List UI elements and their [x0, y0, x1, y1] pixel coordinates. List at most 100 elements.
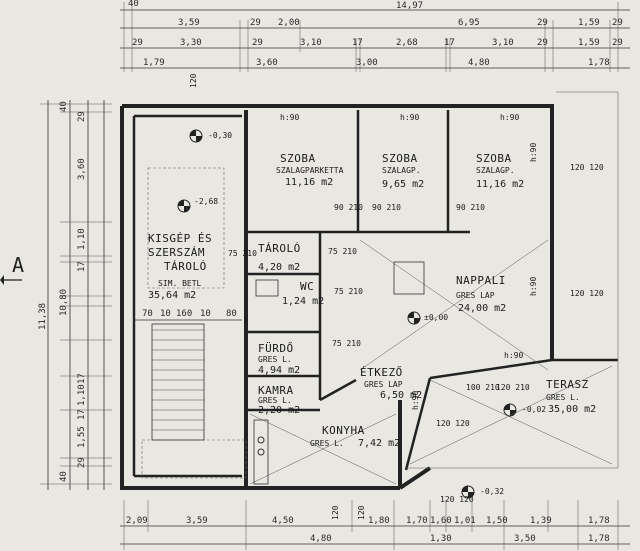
- left-dim-1: 29: [77, 111, 87, 122]
- window-note-4: h:90: [529, 277, 538, 296]
- top-dim-4: 2,00: [278, 18, 300, 28]
- bottom-dim-11: 1,30: [430, 534, 452, 544]
- left-dim-7: 17: [77, 373, 87, 384]
- room-kitchen-name: KONYHA: [322, 424, 365, 437]
- top-dim-7: 1,59: [578, 18, 600, 28]
- top-dim-22: 3,00: [356, 58, 378, 68]
- room-terrace-area: 35,00 m2: [548, 404, 596, 415]
- level-marker-living: [407, 311, 421, 325]
- window-note-7: 120 120: [570, 163, 604, 172]
- left-dim-12: 40: [59, 471, 69, 482]
- top-dim-18: 1,59: [578, 38, 600, 48]
- room-bathroom-floor: GRES L.: [258, 355, 292, 364]
- window-note-1: h:90: [400, 113, 419, 122]
- room-larder-area: 2,20 m2: [258, 405, 300, 416]
- window-note-5: h:90: [504, 351, 523, 360]
- window-note-2: h:90: [500, 113, 519, 122]
- section-marker-a: A: [0, 253, 24, 285]
- room-bedroom-3-area: 11,16 m2: [476, 179, 524, 190]
- left-dim-4: 17: [77, 261, 87, 272]
- room-larder-name: KAMRA: [258, 384, 294, 397]
- level-marker-terrace: [503, 403, 517, 417]
- bottom-dim-4: 1,70: [406, 516, 428, 526]
- bottom-dim-5: 1,60: [430, 516, 452, 526]
- door-note-2: 90 210: [456, 203, 485, 212]
- door-note-9: 120 120: [440, 495, 474, 504]
- door-note-5: 75 210: [332, 339, 361, 348]
- bottom-dim-6: 1,01: [454, 516, 476, 526]
- room-larder-floor: GRES L.: [258, 396, 292, 405]
- room-kitchen-floor: GRES L.: [310, 439, 344, 448]
- room-dining-floor: GRES LAP: [364, 380, 403, 389]
- top-dim-23: 4,80: [468, 58, 490, 68]
- room-bedroom-2-name: SZOBA: [382, 152, 418, 165]
- room-kitchen-area: 7,42 m2: [358, 438, 400, 449]
- left-dim-0: 40: [59, 101, 69, 112]
- level-label-0: -0,30: [208, 131, 232, 140]
- top-dim-13: 17: [352, 38, 363, 48]
- room-storage-area: 35,64 m2: [148, 290, 196, 301]
- stair-dim-4: 80: [226, 309, 237, 319]
- room-storage-floor: SIM. BETL: [158, 279, 202, 288]
- level-label-1: -2,68: [194, 197, 218, 206]
- room-bathroom-area: 4,94 m2: [258, 365, 300, 376]
- bottom-dimension-lines: [120, 500, 630, 550]
- room-pantry-area: 4,20 m2: [258, 262, 300, 273]
- bottom-dim-0: 2,09: [126, 516, 148, 526]
- room-living-name: NAPPALI: [456, 274, 506, 287]
- top-dim-21: 3,60: [256, 58, 278, 68]
- top-dim-17: 29: [537, 38, 548, 48]
- room-bedroom-3-name: SZOBA: [476, 152, 512, 165]
- level-marker-entrance: [461, 485, 475, 499]
- window-note-9: 120 120: [436, 419, 470, 428]
- bottom-dim-13: 1,78: [588, 534, 610, 544]
- room-bedroom-1-floor: SZALAGPARKETTA: [276, 166, 344, 175]
- left-dim-5: 10,80: [59, 289, 69, 316]
- room-bedroom-3-floor: SZALAGP.: [476, 166, 515, 175]
- top-dim-11: 29: [252, 38, 263, 48]
- bottom-dim-1: 3,59: [186, 516, 208, 526]
- wc-bowl: [255, 279, 279, 297]
- top-dim-6: 29: [537, 18, 548, 28]
- room-dining-name: ÉTKEZŐ: [360, 365, 403, 379]
- window-note-6: h:90: [411, 391, 420, 410]
- room-terrace-floor: GRES L.: [546, 393, 580, 402]
- left-dim-10: 1,55: [77, 426, 87, 448]
- door-note-0: 90 210: [334, 203, 363, 212]
- top-dim-1: 14,97: [396, 1, 423, 11]
- room-bedroom-1-area: 11,16 m2: [285, 177, 333, 188]
- window-note-0: h:90: [280, 113, 299, 122]
- wall-note-0: 120: [189, 73, 198, 88]
- room-bedroom-1-name: SZOBA: [280, 152, 316, 165]
- room-wc-name: WC: [300, 280, 314, 293]
- left-dim-9: 17: [77, 409, 87, 420]
- table: [393, 261, 425, 295]
- bottom-dim-8: 1,39: [530, 516, 552, 526]
- stairs: [151, 323, 205, 441]
- level-marker-stair: [177, 199, 191, 213]
- top-dim-10: 3,30: [180, 38, 202, 48]
- room-bedroom-2-area: 9,65 m2: [382, 179, 424, 190]
- room-diagonals: [249, 239, 613, 485]
- top-dim-8: 29: [612, 18, 623, 28]
- section-marker-label: A: [12, 253, 24, 277]
- left-dim-3: 1,10: [77, 228, 87, 250]
- bottom-dim-7: 1,50: [486, 516, 508, 526]
- door-note-1: 90 210: [372, 203, 401, 212]
- left-dim-2: 3,60: [77, 158, 87, 180]
- top-dim-2: 3,59: [178, 18, 200, 28]
- room-bathroom-name: FÜRDŐ: [258, 341, 294, 355]
- room-pantry-name: TÁROLÓ: [258, 242, 301, 255]
- left-dimension-lines: [40, 100, 112, 490]
- top-dim-12: 3,10: [300, 38, 322, 48]
- stair-dim-1: 10: [160, 309, 171, 319]
- door-note-4: 75 210: [334, 287, 363, 296]
- room-bedroom-2-floor: SZALAGP.: [382, 166, 421, 175]
- left-dim-11: 29: [77, 457, 87, 468]
- building-walls: [120, 91, 619, 490]
- top-dim-14: 2,68: [396, 38, 418, 48]
- left-dim-6: 11,38: [38, 303, 48, 330]
- top-dimension-lines: [120, 2, 630, 72]
- door-note-7: 100 210: [466, 383, 500, 392]
- kitchen-counter: [253, 419, 269, 485]
